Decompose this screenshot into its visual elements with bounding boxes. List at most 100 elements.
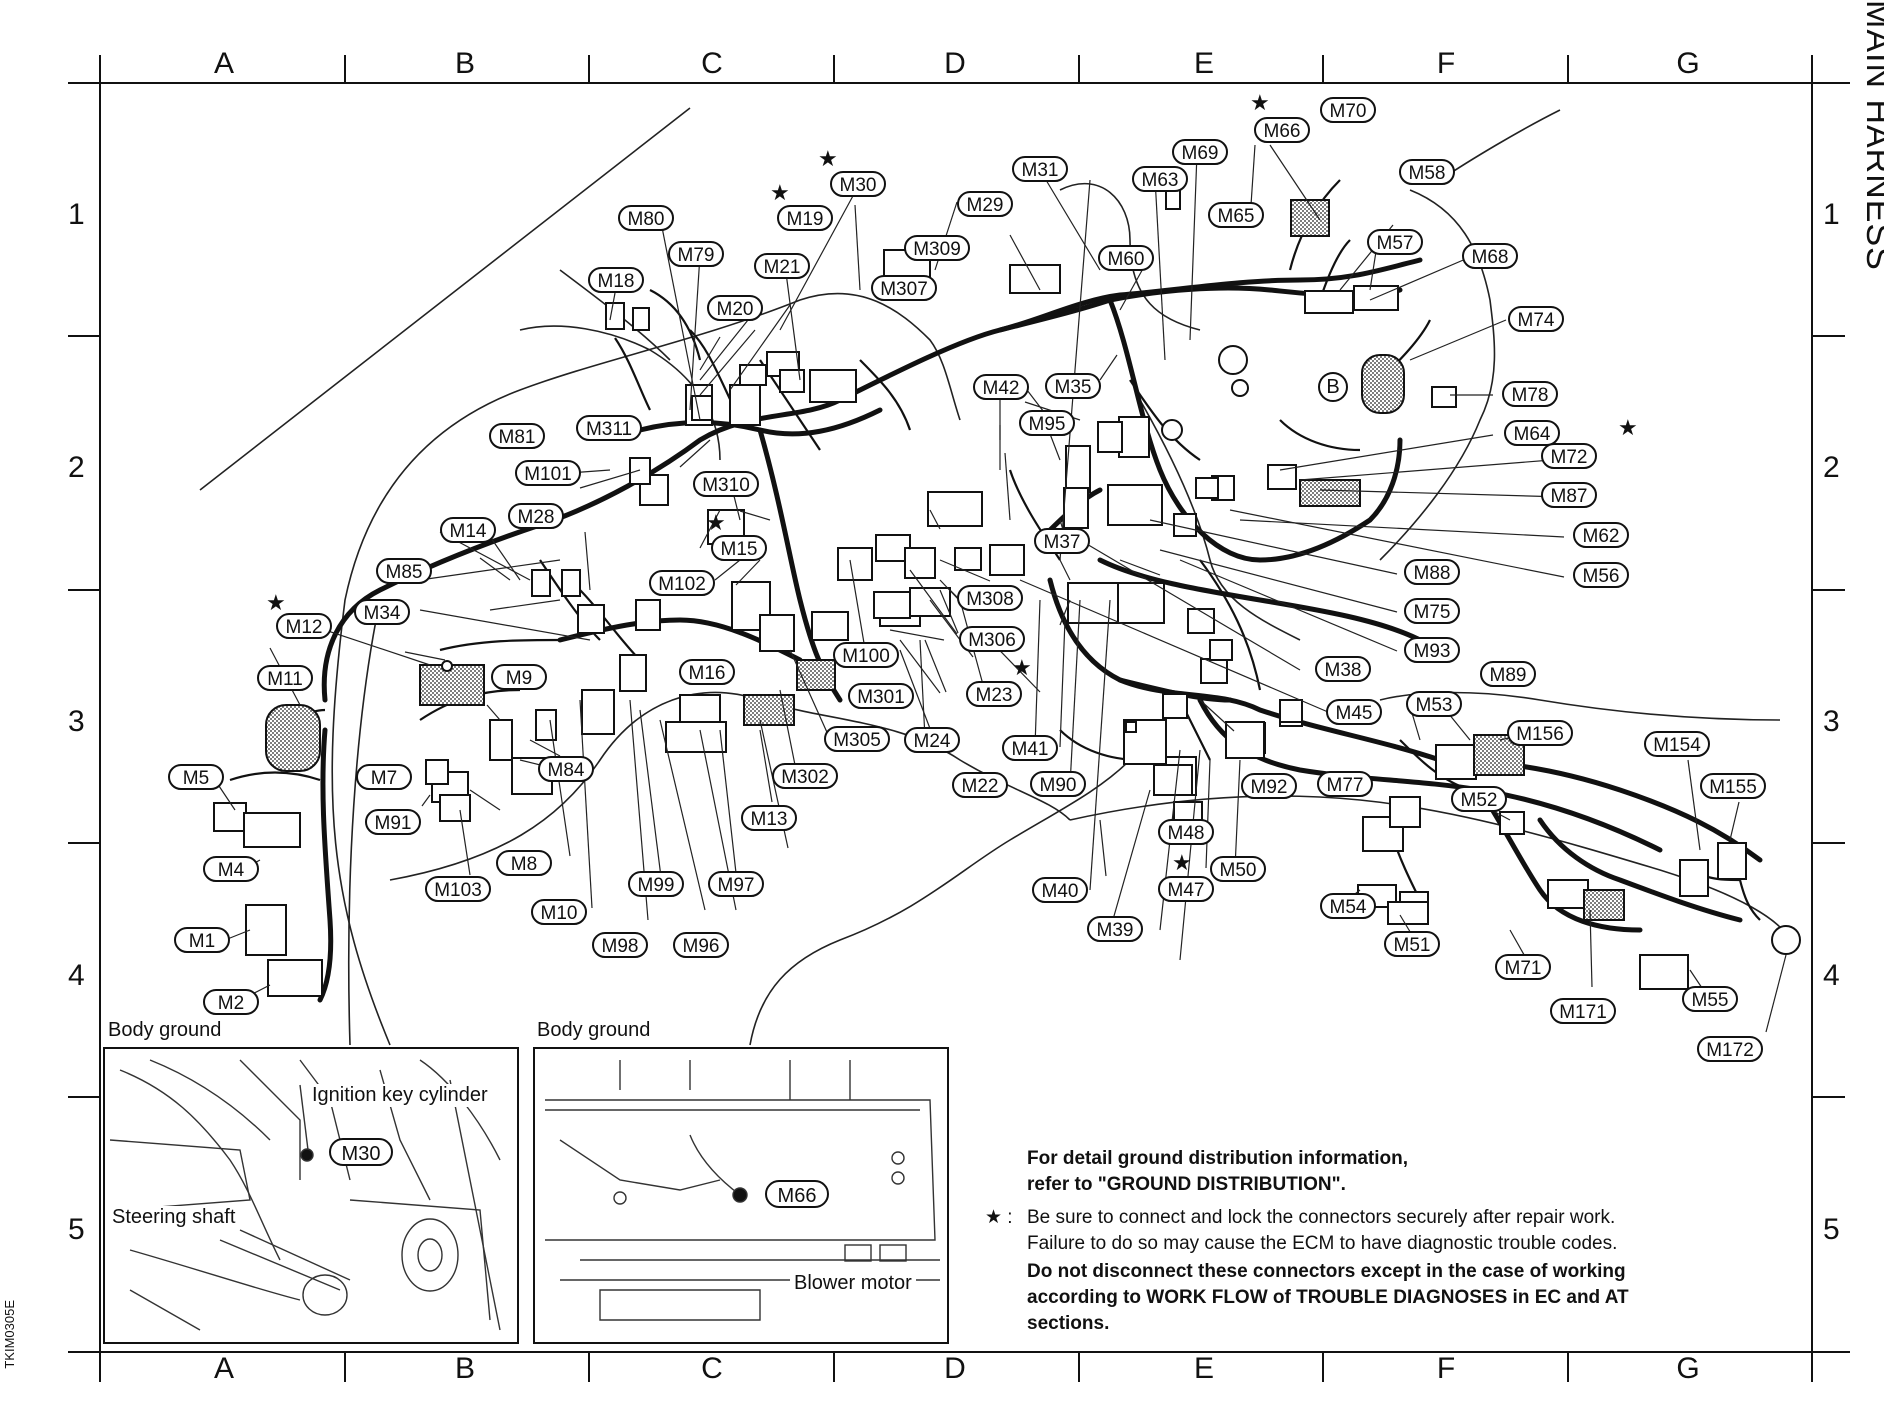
connector-label-m55: M55: [1682, 986, 1738, 1012]
connector-label-m21: M21: [754, 253, 810, 279]
connector-label-m28: M28: [508, 503, 564, 529]
column-label-top-c: C: [701, 47, 723, 80]
connector-label-m30: M30: [830, 171, 886, 197]
sheet-title: MAIN HARNESS: [1859, 0, 1884, 271]
column-label-bottom-g: G: [1676, 1352, 1700, 1385]
star-marker-m12: ★: [266, 590, 286, 615]
row-label-right-4: 4: [1823, 959, 1840, 992]
column-label-top-g: G: [1676, 47, 1700, 80]
connector-label-m80: M80: [618, 205, 674, 231]
connector-label-m92: M92: [1241, 773, 1297, 799]
connector-label-m1: M1: [174, 927, 230, 953]
connector-label-m74: M74: [1508, 306, 1564, 332]
column-label-bottom-b: B: [454, 1352, 475, 1385]
connector-label-m38: M38: [1315, 656, 1371, 682]
connector-label-m302: M302: [772, 763, 838, 789]
connector-label-m307: M307: [871, 275, 937, 301]
connector-label-m97: M97: [708, 871, 764, 897]
column-label-top-a: A: [213, 47, 234, 80]
row-label-right-1: 1: [1823, 198, 1840, 231]
row-label-left-1: 1: [68, 198, 85, 231]
column-label-bottom-f: F: [1436, 1352, 1456, 1385]
column-label-top-b: B: [454, 47, 475, 80]
star-marker-m15: ★: [706, 510, 726, 535]
connector-label-m98: M98: [592, 932, 648, 958]
connector-label-m81: M81: [489, 423, 545, 449]
connector-label-m41: M41: [1002, 735, 1058, 761]
connector-label-m308: M308: [957, 585, 1023, 611]
column-label-bottom-e: E: [1193, 1352, 1214, 1385]
connector-label-m50: M50: [1210, 856, 1266, 882]
column-label-bottom-a: A: [213, 1352, 234, 1385]
connector-label-m71: M71: [1495, 954, 1551, 980]
connector-label-m58: M58: [1399, 159, 1455, 185]
connector-label-m305: M305: [824, 726, 890, 752]
connector-label-m311: M311: [576, 415, 642, 441]
connector-label-m90: M90: [1030, 771, 1086, 797]
star-marker-m19: ★: [770, 180, 790, 205]
connector-label-m22: M22: [952, 772, 1008, 798]
connector-label-m60: M60: [1098, 245, 1154, 271]
connector-label-m34: M34: [354, 599, 410, 625]
note-star-line2: Failure to do so may cause the ECM to ha…: [1027, 1233, 1618, 1254]
note-star-prefix: ★ :: [985, 1207, 1013, 1228]
connector-label-m15: M15: [711, 535, 767, 561]
star-marker-m23: ★: [1012, 655, 1032, 680]
connector-label-m77: M77: [1317, 771, 1373, 797]
connector-label-m13: M13: [741, 805, 797, 831]
inset-left-connector-m30: M30: [329, 1138, 393, 1166]
connector-label-m48: M48: [1158, 819, 1214, 845]
connector-label-m171: M171: [1550, 998, 1616, 1024]
connector-label-m24: M24: [904, 727, 960, 753]
connector-label-m301: M301: [848, 683, 914, 709]
connector-label-m91: M91: [365, 809, 421, 835]
connector-label-m51: M51: [1384, 931, 1440, 957]
grid-frame: [68, 55, 1850, 1382]
star-marker-m30: ★: [818, 146, 838, 171]
connector-label-m40: M40: [1032, 877, 1088, 903]
connector-label-m10: M10: [531, 899, 587, 925]
connector-label-m39: M39: [1087, 916, 1143, 942]
connector-label-m309: M309: [904, 235, 970, 261]
connector-label-m88: M88: [1404, 559, 1460, 585]
connector-label-m53: M53: [1406, 691, 1462, 717]
connector-label-m172: M172: [1697, 1036, 1763, 1062]
connector-label-m2: M2: [203, 989, 259, 1015]
column-label-top-e: E: [1193, 47, 1214, 80]
connector-bodies: [213, 186, 1801, 997]
connector-label-m101: M101: [515, 460, 581, 486]
connector-label-m29: M29: [957, 191, 1013, 217]
connector-label-m156: M156: [1507, 720, 1573, 746]
connector-label-m100: M100: [833, 642, 899, 668]
row-label-left-2: 2: [68, 451, 85, 484]
connector-label-m70: M70: [1320, 97, 1376, 123]
row-label-left-4: 4: [68, 959, 85, 992]
connector-label-m79: M79: [668, 241, 724, 267]
connector-label-m89: M89: [1480, 661, 1536, 687]
connector-label-m69: M69: [1172, 139, 1228, 165]
connector-label-m63: M63: [1132, 166, 1188, 192]
row-label-right-3: 3: [1823, 705, 1840, 738]
connector-label-m12: M12: [276, 613, 332, 639]
connector-label-m47: M47: [1158, 876, 1214, 902]
inset-callout-blower-motor: Blower motor: [790, 1272, 916, 1295]
connector-label-m93: M93: [1404, 637, 1460, 663]
column-label-top-f: F: [1436, 47, 1456, 80]
connector-label-m68: M68: [1462, 243, 1518, 269]
connector-label-m154: M154: [1644, 731, 1710, 757]
connector-label-m20: M20: [707, 295, 763, 321]
connector-label-m65: M65: [1208, 202, 1264, 228]
connector-label-m9: M9: [491, 664, 547, 690]
connector-label-m19: M19: [777, 205, 833, 231]
connector-label-m87: M87: [1541, 482, 1597, 508]
connector-label-m62: M62: [1573, 522, 1629, 548]
note-bold-line2: according to WORK FLOW of TROUBLE DIAGNO…: [1027, 1287, 1629, 1308]
connector-label-m54: M54: [1320, 893, 1376, 919]
connector-label-m14: M14: [440, 517, 496, 543]
connector-label-m35: M35: [1045, 373, 1101, 399]
document-id: TKIM0305E: [2, 1300, 17, 1369]
connector-label-m56: M56: [1573, 562, 1629, 588]
connector-label-m72: M72: [1541, 443, 1597, 469]
connector-label-m103: M103: [425, 876, 491, 902]
